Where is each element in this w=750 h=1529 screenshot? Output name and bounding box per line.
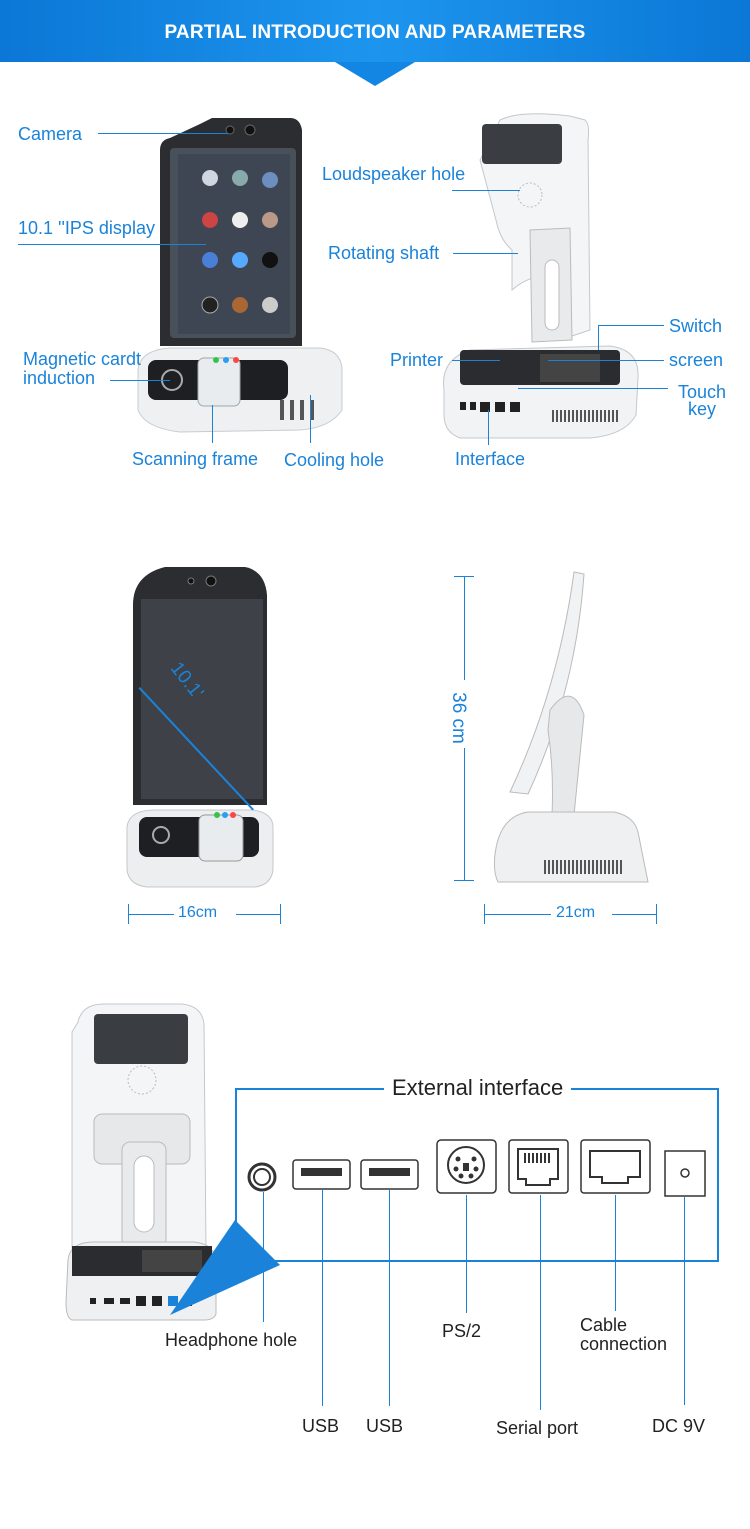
leader-camera <box>98 133 228 134</box>
leader-screen <box>548 360 664 361</box>
usb-port-icon-2 <box>360 1159 419 1190</box>
leader-cable <box>615 1195 616 1311</box>
label-usb-2: USB <box>366 1416 404 1436</box>
leader-shaft <box>453 253 518 254</box>
usb-port-icon-1 <box>292 1159 351 1190</box>
interface-callout-funnel <box>170 1220 280 1315</box>
depth-line-left <box>485 914 551 915</box>
leader-headphone <box>263 1192 264 1322</box>
label-serial: Serial port <box>496 1418 579 1438</box>
leader-magnetic <box>110 380 170 381</box>
width-label: 16cm <box>178 904 218 921</box>
height-label: 36 cm <box>447 692 469 744</box>
leader-switch-down <box>598 325 599 350</box>
depth-tick-right <box>656 904 657 924</box>
label-shaft: Rotating shaft <box>328 243 440 263</box>
leader-loudspeaker <box>452 190 520 191</box>
label-loudspeaker: Loudspeaker hole <box>322 164 466 184</box>
label-camera: Camera <box>18 124 83 144</box>
label-ps2: PS/2 <box>442 1321 482 1341</box>
depth-line-right <box>612 914 656 915</box>
label-printer: Printer <box>390 350 444 370</box>
serial-port-icon <box>508 1139 569 1194</box>
leader-usb-2 <box>389 1190 390 1406</box>
front-dimension-illustration <box>126 567 274 888</box>
leader-usb-1 <box>322 1190 323 1406</box>
label-scanning: Scanning frame <box>132 449 259 469</box>
label-switch: Switch <box>669 316 723 336</box>
side-dimension-illustration <box>493 571 649 883</box>
height-line-top <box>464 576 465 680</box>
leader-printer <box>452 360 500 361</box>
label-cable: Cable connection <box>580 1315 668 1354</box>
leader-cooling <box>310 395 311 443</box>
leader-dc <box>684 1197 685 1405</box>
label-usb-1: USB <box>302 1416 340 1436</box>
leader-display <box>18 244 206 245</box>
leader-scanning <box>212 405 213 443</box>
label-headphone: Headphone hole <box>165 1330 298 1350</box>
header-banner-pointer <box>335 62 415 86</box>
width-line-left <box>129 914 174 915</box>
ethernet-port-icon <box>580 1139 651 1194</box>
rear-device-illustration <box>65 1003 217 1321</box>
front-device-illustration <box>137 118 343 433</box>
leader-ps2 <box>466 1195 467 1313</box>
headphone-jack-icon <box>247 1162 277 1192</box>
leader-serial <box>540 1195 541 1410</box>
depth-tick-left <box>484 904 485 924</box>
width-line-right <box>236 914 280 915</box>
width-tick-right <box>280 904 281 924</box>
label-magnetic: Magnetic cardt induction <box>23 349 142 388</box>
leader-switch <box>598 325 664 326</box>
dc-power-port-icon <box>664 1150 706 1197</box>
interface-panel-title: External interface <box>384 1074 572 1102</box>
label-dc: DC 9V <box>652 1416 706 1436</box>
height-tick-bottom <box>454 880 474 881</box>
depth-label: 21cm <box>556 904 596 921</box>
header-banner <box>0 0 750 62</box>
label-cooling: Cooling hole <box>284 450 385 470</box>
label-interface: Interface <box>455 449 526 469</box>
label-display: 10.1 ''IPS display <box>18 218 155 238</box>
page-title: PARTIAL INTRODUCTION AND PARAMETERS <box>164 22 586 43</box>
label-touch-key: Touch key <box>677 382 727 419</box>
width-tick-left <box>128 904 129 924</box>
leader-touch-key <box>518 388 668 389</box>
ps2-port-icon <box>436 1139 497 1194</box>
back-device-illustration <box>443 113 639 439</box>
height-line-bottom <box>464 748 465 880</box>
leader-interface <box>488 410 489 445</box>
label-screen: screen <box>669 350 724 370</box>
